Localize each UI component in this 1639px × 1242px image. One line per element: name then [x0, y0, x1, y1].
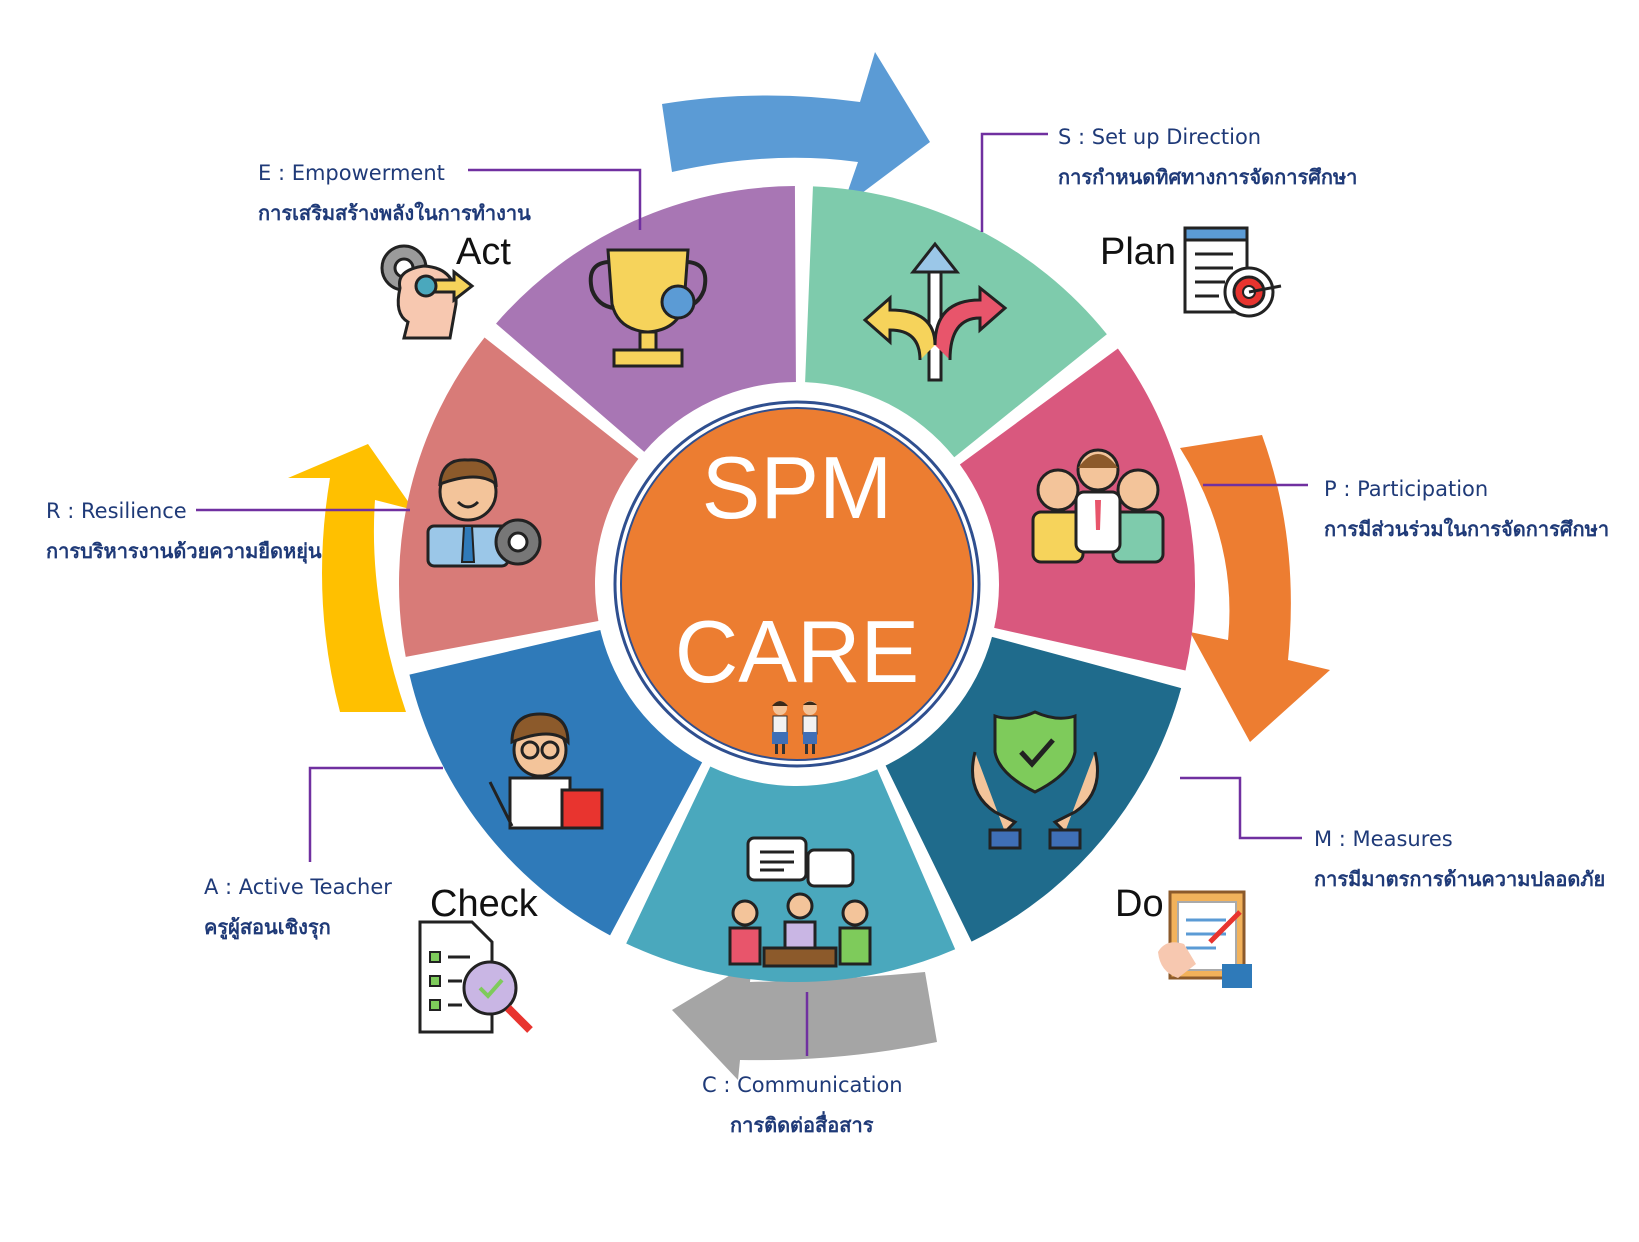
center-circle	[620, 407, 974, 761]
phase-check: Check	[430, 883, 539, 925]
leader-S	[980, 132, 1048, 232]
leader-A	[308, 766, 443, 862]
clipboard-hand-icon	[1158, 890, 1252, 988]
document-search-icon	[418, 920, 533, 1034]
conversation-icon	[728, 836, 872, 968]
center-title-care: CARE	[675, 602, 920, 701]
head-gears-icon	[380, 244, 475, 340]
label-A-en: A : Active Teacher	[204, 875, 392, 899]
leader-lines	[196, 132, 1308, 1056]
label-M-th: การมีมาตรการด้านความปลอดภัย	[1314, 867, 1605, 891]
direction-arrows-icon	[862, 241, 1008, 382]
shield-hands-icon	[971, 710, 1099, 850]
label-E-en: E : Empowerment	[258, 161, 445, 185]
leader-E	[468, 168, 642, 230]
center-badge: SPM CARE	[613, 400, 981, 768]
arrow-right-orange	[1180, 435, 1330, 742]
cycle-arrows	[288, 52, 1330, 1080]
arrow-left-yellow	[288, 444, 414, 712]
label-R-th: การบริหารงานด้วยความยืดหยุ่น	[46, 539, 322, 564]
arrow-bottom-gray	[672, 962, 937, 1080]
arrow-top-blue	[662, 52, 930, 208]
label-S-th: การกำหนดทิศทางการจัดการศึกษา	[1058, 165, 1357, 189]
label-C-en: C : Communication	[702, 1073, 903, 1097]
leader-M	[1180, 776, 1302, 840]
phase-plan: Plan	[1100, 231, 1176, 273]
trophy-icon	[588, 248, 708, 368]
label-A-th: ครูผู้สอนเชิงรุก	[204, 915, 331, 941]
manager-gear-icon	[426, 458, 542, 568]
center-title-spm: SPM	[702, 438, 893, 537]
phase-do: Do	[1115, 883, 1164, 925]
segment-R	[399, 337, 639, 657]
label-R-en: R : Resilience	[46, 499, 187, 523]
students-icon	[772, 701, 818, 754]
teacher-icon	[488, 712, 604, 830]
label-M-en: M : Measures	[1314, 827, 1453, 851]
label-S-en: S : Set up Direction	[1058, 125, 1261, 149]
label-E-th: การเสริมสร้างพลังในการทำงาน	[258, 201, 531, 225]
label-C-th: การติดต่อสื่อสาร	[730, 1110, 874, 1137]
checklist-target-icon	[1183, 226, 1282, 318]
label-P-th: การมีส่วนร่วมในการจัดการศึกษา	[1324, 517, 1609, 541]
label-P-en: P : Participation	[1324, 477, 1488, 501]
phase-act: Act	[456, 231, 511, 273]
team-meeting-icon	[1031, 448, 1165, 564]
